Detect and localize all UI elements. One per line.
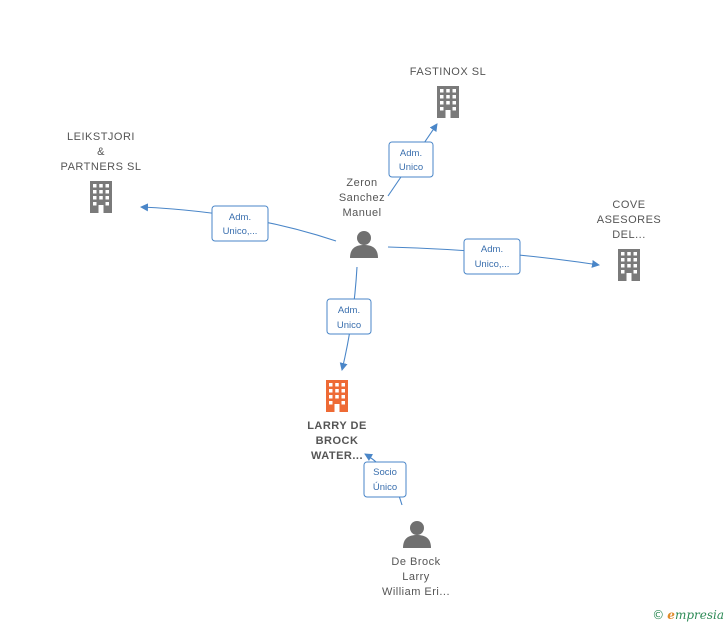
edge-label-line: Unico — [399, 162, 423, 173]
node-label: Zeron — [346, 177, 377, 189]
node-debrock[interactable]: De Brock Larry William Eri... — [382, 521, 450, 598]
node-label: ASESORES — [597, 214, 662, 226]
building-icon — [618, 249, 640, 281]
edge-label-line: Único — [373, 482, 397, 493]
edge-label-zeron-leikstjori[interactable]: Adm. Unico,... — [211, 205, 269, 242]
edge-label-line: Unico — [337, 320, 361, 331]
node-larry-company[interactable]: LARRY DE BROCK WATER... — [307, 380, 367, 462]
node-label: DEL... — [612, 229, 646, 241]
edge-label-line: Adm. — [338, 305, 360, 316]
node-leikstjori[interactable]: LEIKSTJORI & PARTNERS SL — [61, 131, 142, 213]
node-label: FASTINOX SL — [410, 66, 486, 78]
copyright-icon: © — [652, 608, 665, 622]
building-icon — [437, 86, 459, 118]
node-label: PARTNERS SL — [61, 161, 142, 173]
node-label: LARRY DE — [307, 420, 367, 432]
building-icon — [90, 181, 112, 213]
edge-label-line: Unico,... — [223, 226, 258, 237]
edge-label-line: Adm. — [229, 212, 251, 223]
node-label: William Eri... — [382, 586, 450, 598]
node-label: COVE — [612, 199, 645, 211]
node-label: Sanchez — [339, 192, 385, 204]
edge-label-line: Unico,... — [475, 259, 510, 270]
node-label: WATER... — [311, 450, 363, 462]
node-label: Manuel — [342, 207, 381, 219]
edge-label-debrock-larry[interactable]: Socio Único — [363, 461, 407, 498]
edge-label-zeron-cove[interactable]: Adm. Unico,... — [463, 238, 521, 275]
edge-label-zeron-fastinox[interactable]: Adm. Unico — [388, 141, 434, 178]
empresia-credit[interactable]: ©empresia — [652, 608, 724, 622]
edge-label-line: Socio — [373, 467, 397, 478]
node-label: Larry — [402, 571, 430, 583]
node-label: De Brock — [391, 556, 440, 568]
building-icon — [326, 380, 348, 412]
brand-name: mpresia — [674, 608, 724, 622]
node-zeron[interactable]: Zeron Sanchez Manuel — [339, 177, 385, 258]
node-label: LEIKSTJORI — [67, 131, 135, 143]
brand-initial: e — [667, 608, 675, 622]
person-icon — [350, 231, 378, 258]
person-icon — [403, 521, 431, 548]
node-label: BROCK — [316, 435, 359, 447]
node-cove[interactable]: COVE ASESORES DEL... — [597, 199, 662, 281]
node-label: & — [97, 146, 105, 158]
edge-label-zeron-larry[interactable]: Adm. Unico — [326, 298, 372, 335]
edge-label-line: Adm. — [400, 148, 422, 159]
node-fastinox[interactable]: FASTINOX SL — [410, 66, 486, 118]
edge-label-line: Adm. — [481, 244, 503, 255]
